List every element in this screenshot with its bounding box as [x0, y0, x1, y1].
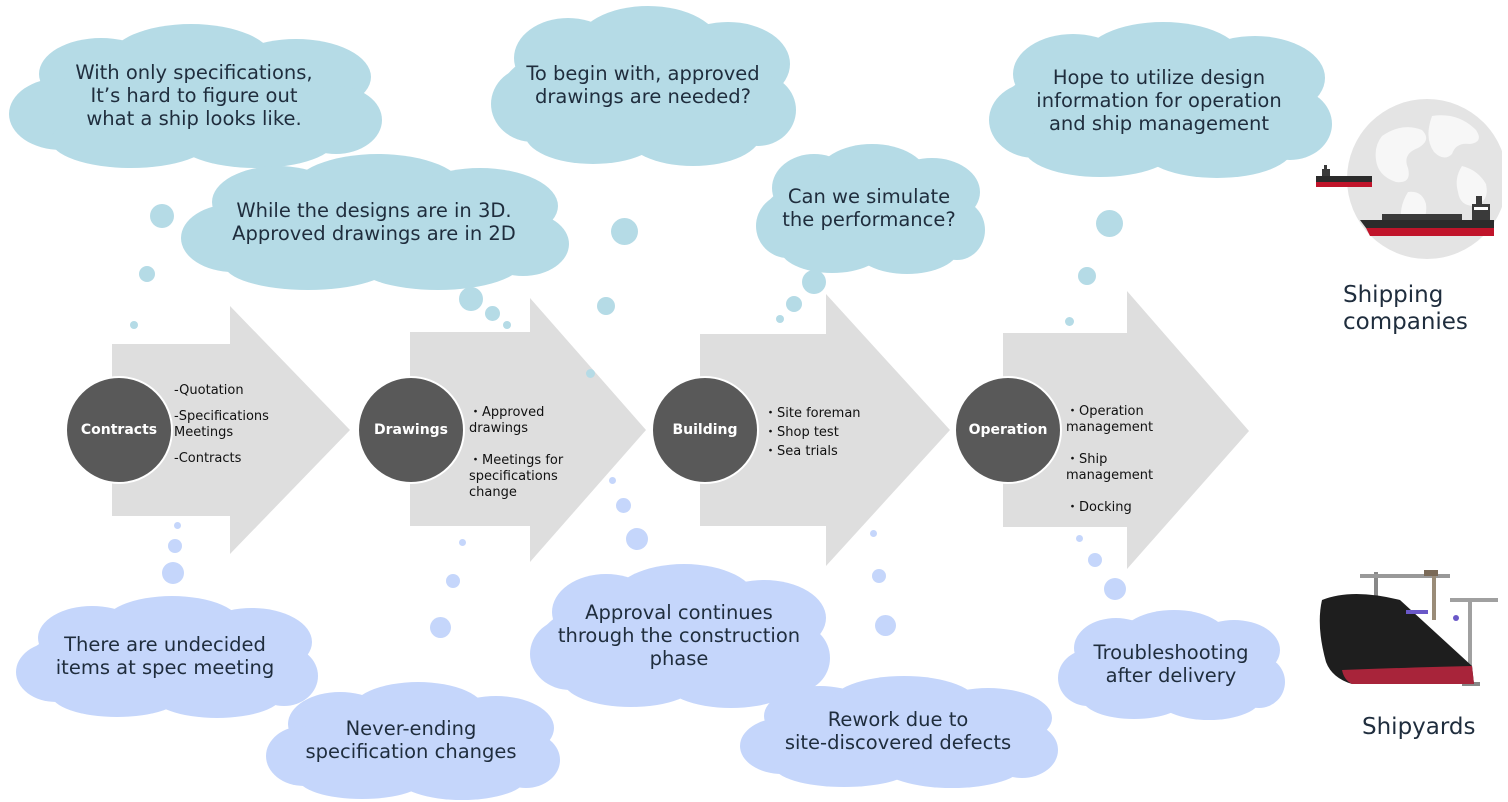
thought-dot [875, 615, 896, 636]
cloud-shape [756, 144, 985, 274]
role-label-shipyards: Shipyards [1362, 714, 1476, 740]
stage-title: Drawings [373, 422, 449, 438]
cloud-text: While the designs are in 3D. Approved dr… [232, 199, 516, 245]
thought-dot [1104, 578, 1126, 600]
stage-circle-drawings: Drawings [357, 376, 465, 484]
thought-dot [626, 528, 648, 550]
thought-dot [776, 315, 784, 323]
cloud-shape [9, 24, 382, 168]
thought-dot [872, 569, 886, 583]
stage-item: ・Shop test [764, 425, 839, 440]
stage-item: -Contracts [174, 451, 242, 466]
ship-bow-with-cranes-icon [1312, 566, 1504, 688]
stage-item: -Quotation [174, 383, 244, 398]
cloud-shape [181, 154, 569, 290]
stage-circle-building: Building [651, 376, 759, 484]
stage-items-building: ・Site foreman ・Shop test ・Sea trials [764, 404, 861, 461]
thought-dot [130, 321, 138, 329]
stage-item: ・Sea trials [764, 444, 838, 459]
thought-dot [609, 477, 616, 484]
thought-dot [150, 204, 174, 228]
thought-dot [174, 522, 181, 529]
cloud-shape [266, 682, 560, 800]
cloud-shape [1058, 610, 1285, 720]
stage-items-operation: ・Operation management ・Ship management ・… [1066, 388, 1153, 532]
thought-dot [446, 574, 460, 588]
thought-dot [1065, 317, 1074, 326]
shipyard-concern-cloud: Approval continues through the construct… [526, 562, 832, 708]
thought-dot [162, 562, 184, 584]
cloud-text: Hope to utilize design information for o… [1036, 65, 1282, 135]
globe-with-ships-icon [1312, 96, 1507, 262]
stage-arrow-operation [1003, 291, 1251, 569]
cloud-text: Can we simulate the performance? [782, 185, 956, 231]
thought-dot [1088, 553, 1102, 567]
thought-dot [1078, 267, 1096, 285]
shipyard-concern-cloud: There are undecided items at spec meetin… [12, 592, 318, 720]
company-concern-cloud: While the designs are in 3D. Approved dr… [178, 152, 570, 292]
thought-dot [503, 321, 511, 329]
thought-dot [139, 266, 155, 282]
thought-dot [485, 306, 500, 321]
thought-dot [802, 270, 826, 294]
cloud-text: With only specifications, It’s hard to f… [75, 60, 313, 130]
thought-dot [1076, 535, 1083, 542]
cloud-text: Troubleshooting after delivery [1093, 641, 1249, 687]
company-concern-cloud: With only specifications, It’s hard to f… [6, 22, 382, 168]
stage-circle-contracts: Contracts [65, 376, 173, 484]
cloud-text: Rework due to site-discovered defects [784, 708, 1012, 754]
cloud-text: Never-ending specification changes [305, 717, 517, 763]
cloud-shape [740, 676, 1058, 788]
role-label-shipping-companies: Shipping companies [1343, 282, 1468, 335]
thought-dot [1096, 210, 1123, 237]
stage-item: -Specifications Meetings [174, 409, 269, 440]
thought-dot [459, 287, 483, 311]
stage-item: ・Operation management [1066, 404, 1154, 435]
stage-items-contracts: -Quotation -Specifications Meetings -Con… [174, 383, 269, 477]
shipyard-concern-cloud: Rework due to site-discovered defects [736, 672, 1060, 790]
thought-dot [611, 218, 638, 245]
stage-title: Operation [968, 422, 1048, 438]
stage-title: Building [672, 422, 738, 438]
thought-dot [870, 530, 877, 537]
shipyard-concern-cloud: Troubleshooting after delivery [1054, 606, 1288, 722]
stage-item: ・Docking [1066, 500, 1132, 515]
cloud-shape [530, 564, 830, 708]
stage-item: ・Meetings for specifications change [469, 453, 564, 500]
thought-dot [597, 297, 615, 315]
thought-dot [168, 539, 182, 553]
cloud-shape [491, 6, 796, 166]
stage-item: ・Approved drawings [469, 405, 545, 436]
thought-dot [786, 296, 802, 312]
cloud-text: To begin with, approved drawings are nee… [526, 62, 760, 108]
cloud-shape [989, 22, 1332, 178]
stage-arrow-building [700, 294, 952, 566]
cloud-text: There are undecided items at spec meetin… [55, 633, 275, 679]
thought-dot [586, 369, 595, 378]
stage-arrow-contracts [112, 306, 352, 556]
company-concern-cloud: To begin with, approved drawings are nee… [488, 4, 798, 166]
thought-dot [459, 539, 466, 546]
company-concern-cloud: Hope to utilize design information for o… [985, 20, 1333, 180]
thought-dot [430, 617, 451, 638]
shipyard-concern-cloud: Never-ending specification changes [262, 678, 560, 802]
company-concern-cloud: Can we simulate the performance? [752, 140, 986, 276]
stage-item: ・Site foreman [764, 406, 861, 421]
stage-circle-operation: Operation [954, 376, 1062, 484]
stage-item: ・Ship management [1066, 452, 1154, 483]
thought-dot [616, 498, 631, 513]
stage-items-drawings: ・Approved drawings ・Meetings for specifi… [469, 389, 563, 517]
cloud-shape [16, 596, 318, 718]
stage-title: Contracts [80, 422, 158, 438]
cloud-text: Approval continues through the construct… [557, 600, 801, 670]
stage-arrow-drawings [410, 298, 650, 564]
